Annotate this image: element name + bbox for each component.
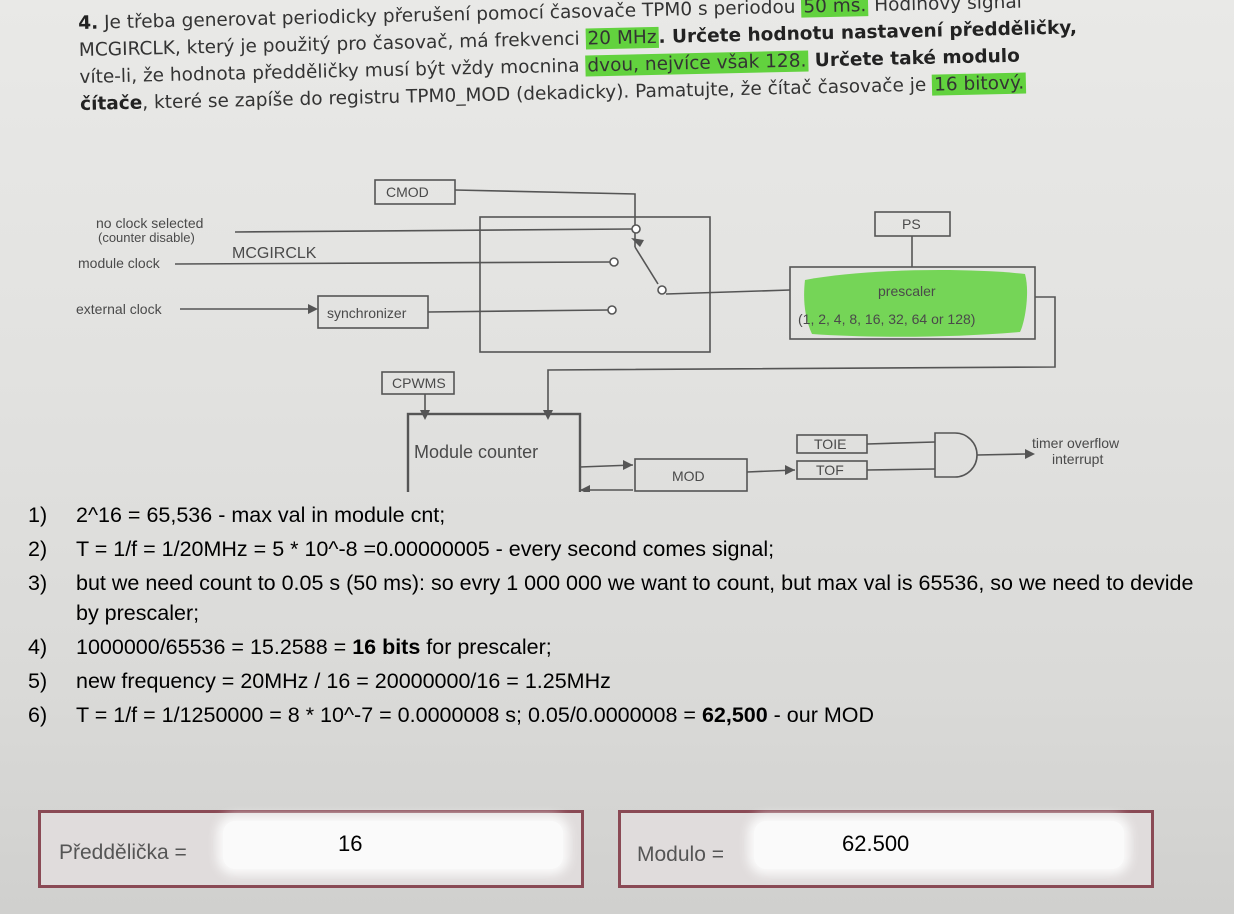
interrupt-label: interrupt — [1052, 451, 1103, 467]
prescaler-label: prescaler — [878, 283, 936, 299]
problem-number: 4. — [78, 12, 99, 34]
prescaler-values-label: (1, 2, 4, 8, 16, 32, 64 or 128) — [798, 311, 975, 327]
mod-label: MOD — [672, 468, 705, 484]
cpwms-box — [381, 371, 455, 395]
module-clock-label: module clock — [78, 255, 161, 271]
problem-statement: 4. Je třeba generovat periodicky přeruše… — [78, 0, 1170, 118]
prescaler-highlight-mark — [804, 270, 1028, 337]
modulo-answer-label: Modulo = — [637, 843, 724, 866]
tof-label: TOF — [816, 462, 844, 478]
solution-steps: 1)2^16 = 65,536 - max val in module cnt;… — [28, 500, 1218, 734]
cmod-box — [374, 179, 456, 205]
module-counter-label: Module counter — [414, 442, 538, 462]
ps-label: PS — [902, 216, 921, 232]
interrupt-arrow-icon — [1025, 449, 1035, 459]
cmod-label: CMOD — [386, 184, 429, 200]
selector-output-line — [665, 289, 791, 295]
no-clock-line — [234, 228, 633, 233]
selector-arrow-icon — [631, 238, 644, 247]
solution-step: 1)2^16 = 65,536 - max val in module cnt; — [28, 503, 446, 527]
solution-step: 4)1000000/65536 = 15.2588 = 16 bits for … — [28, 635, 552, 659]
external-clock-label: external clock — [76, 301, 163, 317]
modulo-answer-value: 62.500 — [754, 821, 1124, 869]
toie-label: TOIE — [814, 436, 846, 452]
counter-disable-label: (counter disable) — [98, 230, 195, 245]
and-gate — [934, 432, 978, 478]
highlight-period: 50 ms. — [801, 0, 869, 18]
solution-step: 5)new frequency = 20MHz / 16 = 20000000/… — [28, 669, 611, 693]
synchronizer-label: synchronizer — [327, 305, 407, 321]
modulo-answer-box: Modulo = 62.500 — [618, 810, 1154, 888]
highlight-frequency: 20 MHz — [585, 26, 659, 50]
module-counter-box — [406, 412, 582, 492]
prescaler-answer-value: 16 — [223, 821, 563, 869]
prescaler-answer-box: Předdělička = 16 — [38, 810, 584, 888]
solution-step: 2)T = 1/f = 1/20MHz = 5 * 10^-8 =0.00000… — [28, 537, 775, 561]
mcgirclk-label: MCGIRCLK — [232, 245, 317, 262]
sync-out-line — [427, 309, 609, 313]
prescaler-box — [789, 266, 1036, 340]
solution-step: 6)T = 1/f = 1/1250000 = 8 * 10^-7 = 0.00… — [28, 703, 875, 727]
prescaler-answer-label: Předdělička = — [59, 841, 187, 864]
highlight-power-of-two: dvou, nejvíce však 128. — [585, 50, 809, 77]
tpm-block-diagram: CMOD no clock selected (counter disable)… — [76, 179, 1120, 492]
timer-overflow-label: timer overflow — [1032, 435, 1120, 451]
mod-box — [634, 458, 748, 492]
solution-step: 3)but we need count to 0.05 s (50 ms): s… — [28, 571, 1194, 625]
highlight-16-bit: 16 bitový. — [931, 72, 1027, 96]
no-clock-label: no clock selected — [96, 215, 203, 231]
clock-selector-box — [479, 216, 711, 353]
cmod-line — [454, 189, 636, 247]
module-clock-line — [174, 261, 611, 265]
cpwms-label: CPWMS — [392, 375, 446, 391]
selector-switch — [634, 246, 659, 285]
